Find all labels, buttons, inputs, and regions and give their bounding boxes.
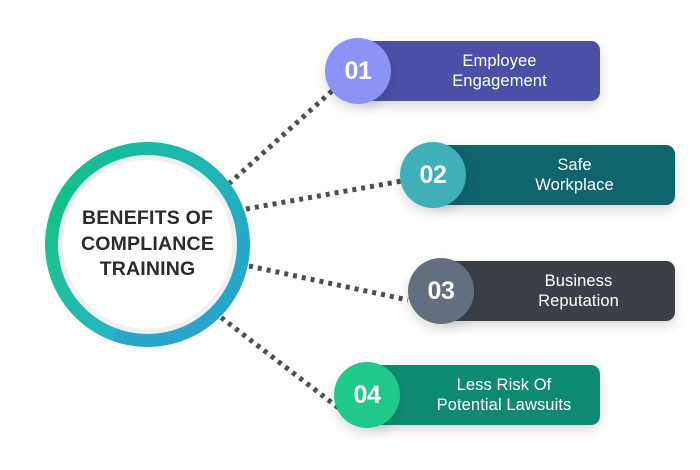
benefit-number-3: 03 xyxy=(427,276,455,305)
benefit-bar-4[interactable]: Less Risk Of Potential Lawsuits xyxy=(370,365,600,425)
benefit-number-4: 04 xyxy=(353,380,381,409)
benefit-item-safe-workplace[interactable]: Safe Workplace 02 xyxy=(400,142,675,208)
hub-inner-circle: BENEFITS OF COMPLIANCE TRAINING xyxy=(63,160,232,329)
benefit-number-1: 01 xyxy=(344,56,372,85)
benefit-label-1: Employee Engagement xyxy=(452,51,547,90)
benefit-bar-2[interactable]: Safe Workplace xyxy=(436,145,675,205)
page-title: BENEFITS OF COMPLIANCE TRAINING xyxy=(80,206,215,281)
benefit-label-2: Safe Workplace xyxy=(535,155,614,194)
benefit-badge-1[interactable]: 01 xyxy=(325,38,391,104)
center-hub: BENEFITS OF COMPLIANCE TRAINING xyxy=(45,142,250,347)
benefit-item-employee-engagement[interactable]: Employee Engagement 01 xyxy=(325,38,600,104)
benefit-badge-2[interactable]: 02 xyxy=(400,142,466,208)
benefit-number-2: 02 xyxy=(419,160,447,189)
benefit-item-less-risk-of-potential-lawsuits[interactable]: Less Risk Of Potential Lawsuits 04 xyxy=(334,362,600,428)
benefit-item-business-reputation[interactable]: Business Reputation 03 xyxy=(408,258,675,324)
benefit-bar-1[interactable]: Employee Engagement xyxy=(361,41,600,101)
benefit-label-3: Business Reputation xyxy=(538,271,619,310)
connector-line-1 xyxy=(220,88,335,192)
benefit-bar-3[interactable]: Business Reputation xyxy=(444,261,675,321)
benefit-badge-3[interactable]: 03 xyxy=(408,258,474,324)
connector-line-2 xyxy=(245,178,403,212)
connector-line-3 xyxy=(248,263,409,303)
benefit-label-4: Less Risk Of Potential Lawsuits xyxy=(436,375,572,414)
benefit-badge-4[interactable]: 04 xyxy=(334,362,400,428)
